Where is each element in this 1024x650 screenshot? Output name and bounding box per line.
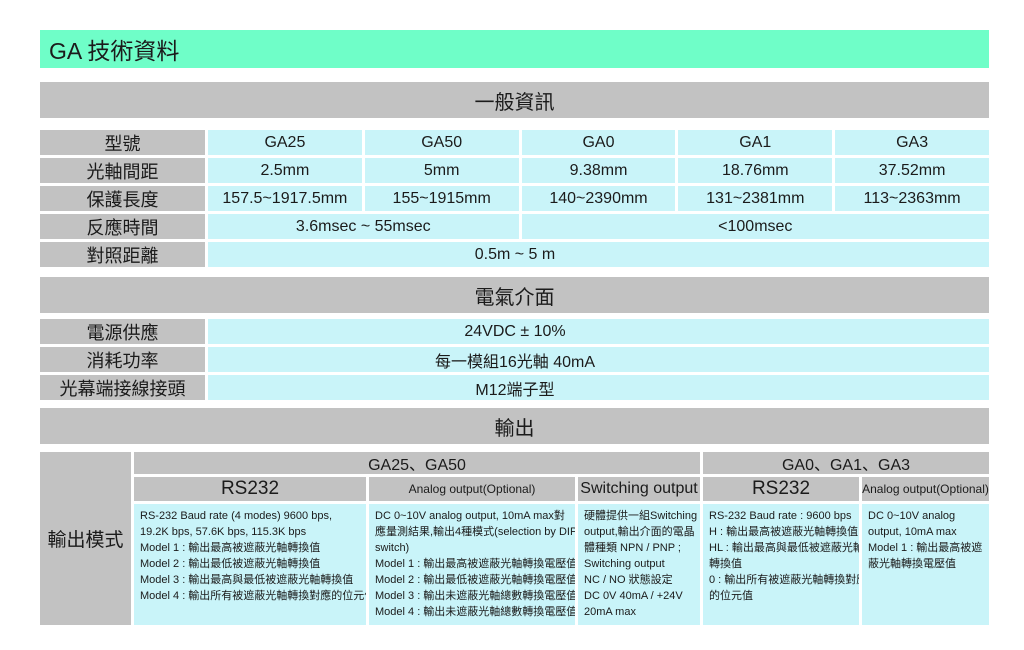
section-heading-output-label: 輸出 <box>494 417 535 440</box>
text-line: 蔽光軸轉換電壓值 <box>868 558 956 570</box>
protect-length-value: 131~2381mm <box>678 186 833 211</box>
text-line: Model 3 : 輸出未遮蔽光軸總數轉換電壓值 <box>375 590 575 602</box>
text-line: DC 0V 40mA / +24V <box>584 590 683 602</box>
electrical-table: 電源供應 24VDC ± 10% 消耗功率 每一模組16光軸 40mA 光幕端接… <box>40 319 989 400</box>
text-line: Model 1 : 輸出最高被遮蔽光軸轉換電壓值 <box>375 558 575 570</box>
text-line: Model 1 : 輸出最高被遮蔽光軸轉換值 <box>140 542 321 554</box>
protect-length-value: 140~2390mm <box>521 186 676 211</box>
text-line: HL : 輸出最高與最低被遮蔽光軸 <box>709 542 859 554</box>
response-time-ga25-ga50: 3.6msec ~ 55msec <box>208 214 519 239</box>
protect-length-value: 113~2363mm <box>835 186 989 211</box>
row-label-output-mode: 輸出模式 <box>40 452 131 625</box>
text-line: Model 4 : 輸出所有被遮蔽光軸轉換對應的位元值 <box>140 590 366 602</box>
row-label-connector: 光幕端接線接頭 <box>40 375 205 400</box>
axis-pitch-value: 2.5mm <box>208 158 362 183</box>
group-header-ga25-ga50: GA25、GA50 <box>134 452 700 474</box>
row-label-detect-distance: 對照距離 <box>40 242 205 267</box>
power-supply-value: 24VDC ± 10% <box>208 319 989 344</box>
column-header-analog-a: Analog output(Optional) <box>369 477 575 501</box>
text-line: RS-232 Baud rate : 9600 bps <box>709 510 852 522</box>
power-consumption-value: 每一模組16光軸 40mA <box>208 347 989 372</box>
text-line: 20mA max <box>584 606 636 618</box>
text-line: DC 0~10V analog output, 10mA max對 <box>375 510 565 522</box>
model-ga50: GA50 <box>364 130 519 155</box>
rs232-spec-ga0-ga1-ga3: RS-232 Baud rate : 9600 bps H : 輸出最高被遮蔽光軸… <box>703 504 859 625</box>
row-label-axis-pitch: 光軸間距 <box>40 158 205 183</box>
spec-sheet-content: GA 技術資料 一般資訊 型號 GA25 GA50 GA0 GA1 GA3 光軸… <box>40 30 989 625</box>
response-time-ga0-ga1-ga3: <100msec <box>521 214 989 239</box>
text-line: 0 : 輸出所有被遮蔽光軸轉換對應 <box>709 574 859 586</box>
connector-value: M12端子型 <box>208 375 989 400</box>
section-heading-electrical-label: 電氣介面 <box>474 286 555 309</box>
text-line: DC 0~10V analog <box>868 510 956 522</box>
output-table: 輸出模式 GA25、GA50 GA0、GA1、GA3 RS232 Analog … <box>40 452 989 625</box>
text-line: Model 2 : 輸出最低被遮蔽光軸轉換電壓值 <box>375 574 575 586</box>
model-ga25: GA25 <box>208 130 362 155</box>
text-line: RS-232 Baud rate (4 modes) 9600 bps, <box>140 510 333 522</box>
axis-pitch-value: 37.52mm <box>835 158 989 183</box>
column-header-rs232-b: RS232 <box>703 477 859 501</box>
text-line: 19.2K bps, 57.6K bps, 115.3K bps <box>140 526 307 538</box>
column-header-rs232-a: RS232 <box>134 477 366 501</box>
title-bar: GA 技術資料 <box>40 30 989 68</box>
axis-pitch-value: 18.76mm <box>678 158 833 183</box>
row-label-protect-length: 保護長度 <box>40 186 205 211</box>
text-line: 轉換值 <box>709 558 742 570</box>
protect-length-value: 157.5~1917.5mm <box>208 186 362 211</box>
row-label-model: 型號 <box>40 130 205 155</box>
text-line: output,輸出介面的電晶 <box>584 526 695 538</box>
model-ga1: GA1 <box>678 130 833 155</box>
text-line: 體種類 NPN / PNP ; <box>584 542 681 554</box>
model-ga0: GA0 <box>521 130 676 155</box>
text-line: 的位元值 <box>709 590 753 602</box>
text-line: Switching output <box>584 558 665 570</box>
protect-length-value: 155~1915mm <box>364 186 519 211</box>
detect-distance-value: 0.5m ~ 5 m <box>208 242 989 267</box>
axis-pitch-value: 9.38mm <box>521 158 676 183</box>
text-line: Model 1 : 輸出最高被遮 <box>868 542 983 554</box>
row-label-power-consumption: 消耗功率 <box>40 347 205 372</box>
page-title: GA 技術資料 <box>49 38 180 64</box>
axis-pitch-value: 5mm <box>364 158 519 183</box>
text-line: Model 3 : 輸出最高與最低被遮蔽光軸轉換值 <box>140 574 354 586</box>
text-line: NC / NO 狀態設定 <box>584 574 673 586</box>
text-line: switch) <box>375 542 410 554</box>
text-line: output, 10mA max <box>868 526 957 538</box>
rs232-spec-ga25-ga50: RS-232 Baud rate (4 modes) 9600 bps, 19.2… <box>134 504 366 625</box>
text-line: 應量測結果,輸出4種模式(selection by DIP <box>375 526 575 538</box>
text-line: Model 2 : 輸出最低被遮蔽光軸轉換值 <box>140 558 321 570</box>
model-ga3: GA3 <box>835 130 989 155</box>
text-line: Model 4 : 輸出未遮蔽光軸總數轉換電壓值 <box>375 606 575 618</box>
analog-output-spec-ga25-ga50: DC 0~10V analog output, 10mA max對應量測結果,輸… <box>369 504 575 625</box>
general-info-table: 型號 GA25 GA50 GA0 GA1 GA3 光軸間距 2.5mm 5mm … <box>40 130 989 267</box>
column-header-switching: Switching output <box>578 477 700 501</box>
section-heading-output: 輸出 <box>40 408 989 444</box>
text-line: 硬體提供一組Switching <box>584 510 698 522</box>
section-heading-general: 一般資訊 <box>40 82 989 118</box>
switching-output-spec: 硬體提供一組Switching output,輸出介面的電晶體種類 NPN / P… <box>578 504 700 625</box>
text-line: H : 輸出最高被遮蔽光軸轉換值 <box>709 526 859 538</box>
column-header-analog-b: Analog output(Optional) <box>862 477 989 501</box>
section-heading-general-label: 一般資訊 <box>474 91 555 114</box>
row-label-response-time: 反應時間 <box>40 214 205 239</box>
group-header-ga0-ga1-ga3: GA0、GA1、GA3 <box>703 452 989 474</box>
section-heading-electrical: 電氣介面 <box>40 277 989 313</box>
row-label-power-supply: 電源供應 <box>40 319 205 344</box>
